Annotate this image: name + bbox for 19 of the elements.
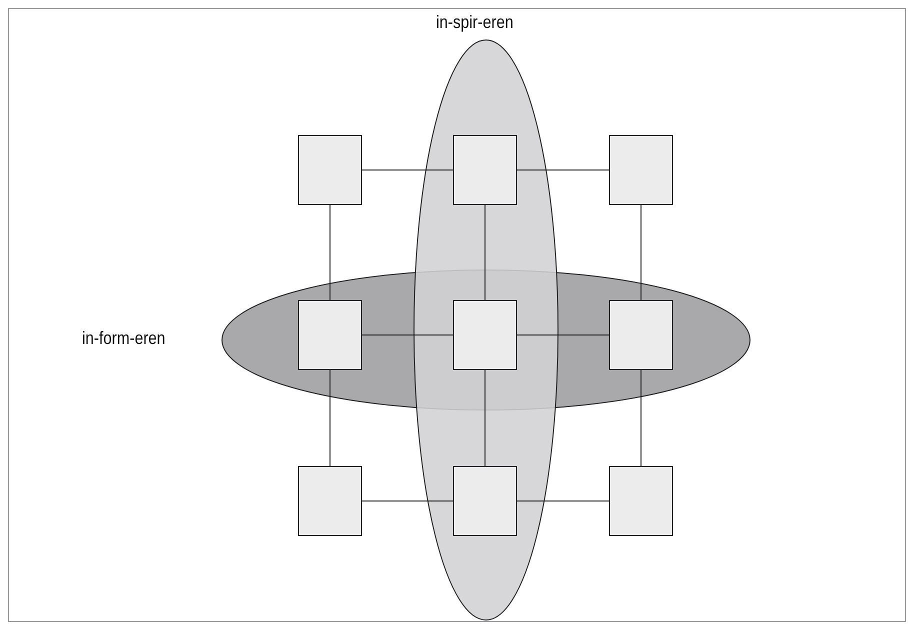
connector-line — [640, 204, 642, 300]
empty-box — [609, 135, 673, 205]
connector-line — [362, 334, 454, 336]
empty-box — [298, 135, 362, 205]
connector-line — [362, 500, 454, 502]
empty-box — [298, 466, 362, 536]
connector-line — [640, 370, 642, 466]
empty-box — [453, 135, 517, 205]
connector-line — [484, 204, 486, 300]
empty-box — [453, 466, 517, 536]
empty-box — [453, 300, 517, 370]
region-label: in-spir-eren — [436, 12, 514, 33]
region-label: in-form-eren — [82, 328, 166, 349]
connector-line — [516, 500, 610, 502]
connector-line — [484, 370, 486, 466]
connector-line — [516, 334, 610, 336]
empty-box — [609, 466, 673, 536]
empty-box — [609, 300, 673, 370]
empty-box — [298, 300, 362, 370]
